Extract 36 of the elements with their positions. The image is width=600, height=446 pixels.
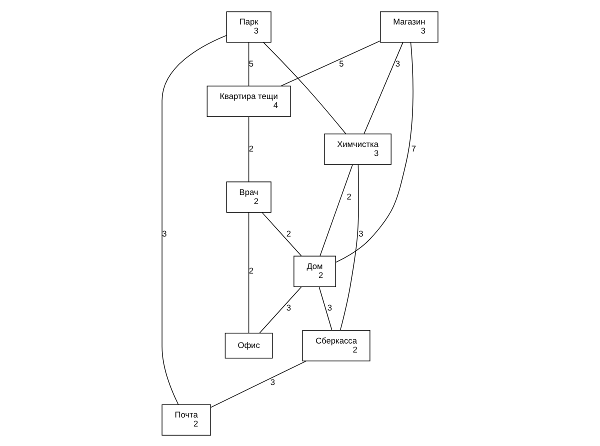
node-box: Почта 2 bbox=[162, 404, 211, 436]
connector bbox=[340, 164, 359, 330]
connector bbox=[280, 40, 381, 86]
node-box: Дом 2 bbox=[294, 255, 336, 287]
connector bbox=[262, 212, 302, 256]
edge-label: 2 bbox=[248, 142, 254, 153]
edge-label: 3 bbox=[358, 228, 364, 238]
connector bbox=[335, 42, 414, 262]
node-box: Сберкасса 2 bbox=[302, 330, 370, 361]
edge-label: 2 bbox=[346, 190, 352, 201]
connector bbox=[248, 42, 250, 86]
edge-label: 2 bbox=[248, 265, 254, 276]
edge-label: 3 bbox=[327, 302, 332, 312]
edge-label: 3 bbox=[286, 302, 292, 312]
connector bbox=[162, 34, 227, 404]
connector bbox=[263, 42, 346, 134]
node-box: Химчистка 3 bbox=[324, 133, 392, 164]
node-box: Квартира тещи 4 bbox=[206, 85, 291, 116]
node-box: Магазин 3 bbox=[380, 10, 438, 42]
edge-label: 5 bbox=[339, 58, 344, 68]
connector bbox=[364, 42, 404, 134]
edge-label: 3 bbox=[395, 58, 400, 68]
edge-label: 2 bbox=[286, 228, 292, 238]
edge-label: 3 bbox=[162, 228, 167, 238]
connector bbox=[248, 116, 250, 182]
edge-label: 7 bbox=[411, 142, 416, 153]
node-box: Офис bbox=[224, 332, 273, 358]
connector bbox=[210, 360, 306, 408]
connector bbox=[318, 286, 332, 330]
connector bbox=[320, 164, 353, 256]
connector bbox=[248, 212, 250, 333]
edge-label: 5 bbox=[248, 58, 254, 68]
node-box: Врач 2 bbox=[226, 181, 272, 212]
node-box: Парк 3 bbox=[226, 10, 272, 42]
edge-label: 3 bbox=[270, 376, 276, 386]
connector bbox=[259, 286, 302, 333]
